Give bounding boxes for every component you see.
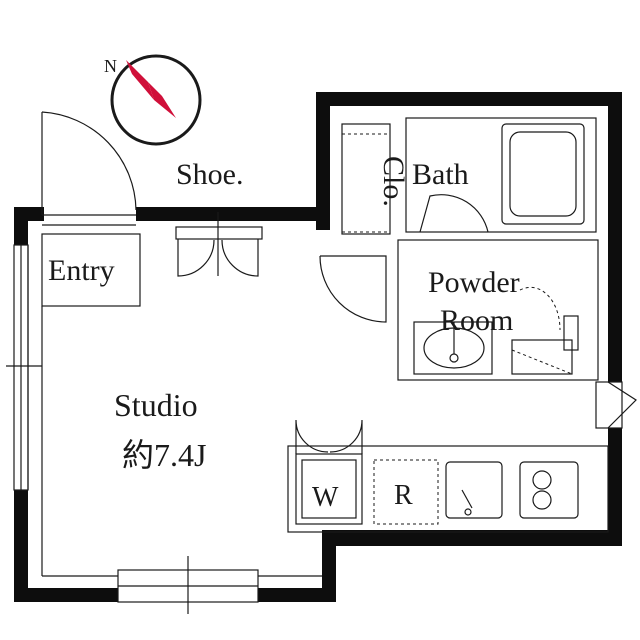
labels: Entry Shoe. Clo. Bath Powder Room Studio… [48,156,520,513]
bath-label: Bath [412,158,469,191]
compass-needle-tail [126,60,154,100]
bottom-window [117,556,259,614]
studio-label: Studio [114,387,198,423]
fridge-label: R [394,480,413,511]
kitchen-counter [287,419,609,533]
compass-needle-north [148,82,176,118]
powder-label-line1: Powder [428,266,520,299]
compass-north-label: N [104,56,117,76]
shoe-cabinet [175,212,263,277]
compass: N [104,54,202,146]
right-door [595,381,637,429]
powder-label-line2: Room [440,304,513,337]
washer-label: W [312,482,339,513]
outer-walls [14,92,622,602]
closet [319,123,391,323]
powder-room [397,239,599,381]
left-window [6,244,42,491]
bath-room [405,117,597,233]
entry-label: Entry [48,254,115,287]
compass-ring [110,54,202,146]
closet-label: Clo. [377,156,410,207]
shoe-label: Shoe. [176,158,244,191]
entry-area [41,111,141,307]
studio-area-label: 約7.4J [122,437,206,473]
